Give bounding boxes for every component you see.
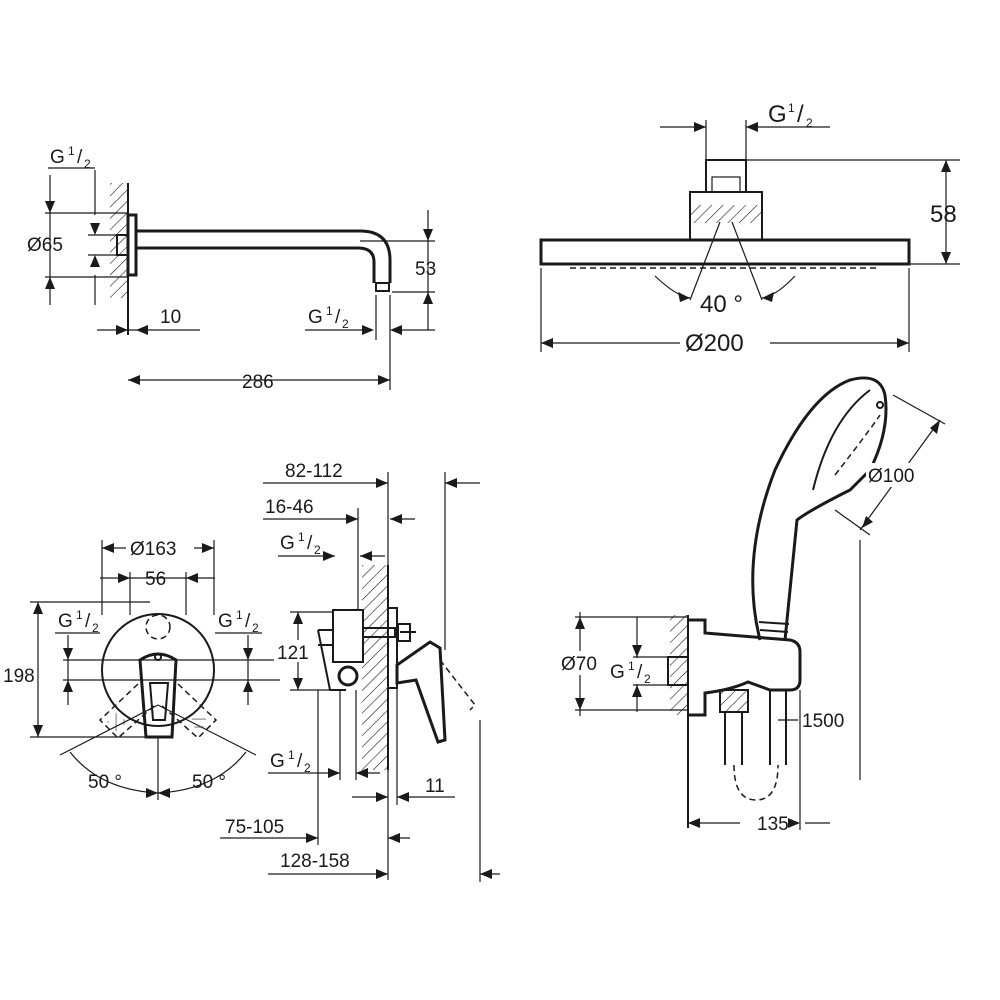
elbow-thread-num: 1 [628, 659, 635, 673]
wall-section-hatch [362, 565, 388, 770]
wall-outlet [667, 656, 689, 686]
head-thread-den: 2 [806, 116, 813, 130]
valve-thread-left-den: 2 [92, 621, 99, 635]
valve-thread-left-g: G [58, 611, 73, 632]
valve-thread-left-num: 1 [76, 608, 83, 622]
depth-d-label: 128-158 [280, 851, 350, 872]
valve-outlet-height-label: 121 [277, 643, 309, 664]
lever-side-ghost [439, 659, 476, 711]
hand-shower-diameter-label: Ø100 [868, 466, 914, 487]
arm-length-label: 286 [242, 372, 274, 393]
hand-shower-body [751, 376, 888, 641]
handle-ring-1 [759, 629, 789, 633]
valve-thread-right-num: 1 [236, 608, 243, 622]
arm-outlet [375, 282, 390, 292]
depth-c-label: 75-105 [225, 817, 284, 838]
elbow-thread-den: 2 [644, 672, 651, 686]
side-thread-top-g: G [280, 533, 295, 554]
depth-a-label: 82-112 [285, 461, 343, 482]
valve-spindle [363, 627, 396, 638]
thread-num: 1 [68, 144, 75, 158]
head-height-label: 58 [930, 201, 957, 228]
hand-shower-view: Ø100 Ø70 G 1 / 2 1500 135 [560, 376, 946, 835]
hose-nut [719, 689, 749, 713]
thread-den: 2 [84, 157, 91, 171]
elbow-diameter-label: Ø70 [561, 654, 597, 675]
tilt-arc-right [761, 275, 796, 299]
valve-thread-left-slash: / [85, 611, 91, 632]
connector-nut [711, 176, 741, 193]
elbow-thread-slash: / [637, 662, 643, 683]
head-shower-plate [539, 238, 911, 266]
elbow-thread-g: G [610, 662, 625, 683]
wall-thickness-label: 11 [425, 776, 445, 797]
wall-flange [126, 213, 138, 277]
shower-arm [136, 229, 392, 283]
projection-label: 135 [757, 814, 789, 835]
shower-arm-view: Ø65 G 1 / 2 10 286 G 1 / 2 [27, 144, 436, 393]
angle-right-label: 50 ° [192, 772, 226, 793]
head-shower-view: G 1 / 2 58 40 ° Ø200 [539, 101, 960, 357]
valve-front-view: Ø163 56 198 G 1 / 2 G 1 / 2 [0, 535, 280, 800]
ball-joint-hatch [690, 205, 762, 223]
escutcheon-profile [387, 607, 398, 689]
shower-face [812, 389, 871, 491]
hose-left [724, 712, 743, 765]
valve-escutcheon [101, 613, 215, 727]
wall-hatch-right [670, 615, 688, 715]
hose-right [769, 690, 787, 765]
valve-thread-right-den: 2 [252, 621, 259, 635]
valve-lever [138, 652, 178, 739]
hose-loop [733, 764, 779, 801]
arm-diameter-label: Ø65 [27, 235, 63, 256]
angle-left-label: 50 ° [88, 772, 122, 793]
outlet-thread-g: G [308, 307, 323, 328]
thread-slash: / [77, 147, 83, 168]
side-thread-bottom-num: 1 [288, 748, 295, 762]
outlet-thread-num: 1 [326, 304, 333, 318]
side-thread-top-den: 2 [314, 543, 321, 557]
center-distance-label: 56 [145, 569, 166, 590]
side-thread-top-num: 1 [298, 530, 305, 544]
head-diameter-label: Ø200 [685, 330, 744, 357]
valve-thread-right-g: G [218, 611, 233, 632]
hose-length-label: 1500 [802, 711, 844, 732]
depth-b-label: 16-46 [265, 497, 314, 518]
escutcheon-diameter-label: Ø163 [130, 539, 176, 560]
outlet-thread-slash: / [335, 307, 341, 328]
arm-offset-label: 10 [160, 307, 181, 328]
tilt-arc-left [654, 275, 691, 299]
valve-side-view: 82-112 16-46 G 1 / 2 121 G 1 / [220, 461, 500, 882]
outlet-thread-den: 2 [342, 317, 349, 331]
valve-cartridge [145, 614, 171, 640]
spray-dot [876, 401, 884, 409]
side-thread-top-slash: / [307, 533, 313, 554]
valve-height-label: 198 [3, 666, 35, 687]
wall-hatch [110, 183, 128, 298]
valve-body [332, 609, 364, 663]
side-thread-bottom-g: G [270, 751, 285, 772]
head-tilt-label: 40 ° [700, 291, 743, 318]
arm-drop-label: 53 [415, 259, 436, 280]
lever-ghost-left [98, 683, 156, 740]
spray-pattern [834, 414, 881, 476]
lever-ghost-right [160, 683, 218, 740]
head-thread-num: 1 [788, 101, 795, 115]
lever-side [395, 640, 447, 744]
side-thread-bottom-slash: / [297, 751, 303, 772]
head-thread-slash: / [797, 101, 804, 128]
lever-inner [148, 682, 170, 721]
valve-outlet-fitting [337, 665, 359, 687]
head-thread-g: G [768, 101, 787, 128]
handle-ring-2 [758, 621, 790, 625]
valve-thread-right-slash: / [245, 611, 251, 632]
arm-connector [116, 234, 129, 256]
side-thread-bottom-den: 2 [304, 761, 311, 775]
thread-label-g: G [50, 147, 65, 168]
